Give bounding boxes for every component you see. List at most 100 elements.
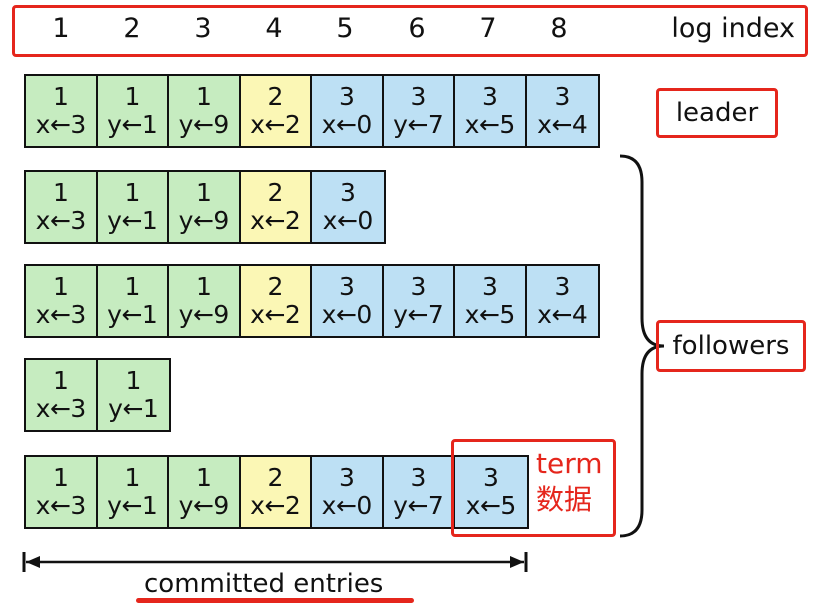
entry-term: 3 — [554, 82, 571, 111]
entry-command: x←2 — [250, 300, 301, 329]
entry-command: x←3 — [35, 491, 87, 520]
entry-term: 3 — [410, 272, 427, 301]
committed-range-arrow — [22, 552, 528, 572]
entry-term: 1 — [53, 366, 69, 395]
entry-term: 3 — [410, 463, 427, 492]
entry-command: x←2 — [250, 110, 301, 139]
entry-command: x←5 — [465, 491, 517, 520]
entry-command: x←3 — [35, 300, 87, 329]
entry-term: 1 — [53, 272, 69, 301]
entry-term: 1 — [124, 178, 141, 207]
data-label: 数据 — [536, 483, 593, 516]
log-index-3: 3 — [194, 13, 212, 44]
entry-term: 2 — [267, 272, 284, 301]
entry-term: 3 — [482, 272, 498, 301]
entry-command: x←0 — [321, 300, 373, 329]
entry-command: x←5 — [464, 110, 516, 139]
leader-label: leader — [656, 88, 778, 138]
entry-command: x←0 — [322, 206, 374, 235]
entry-command: x←4 — [537, 300, 588, 329]
log-index-5: 5 — [336, 13, 354, 44]
entry-command: x←4 — [537, 110, 588, 139]
entry-term: 3 — [340, 178, 356, 207]
entry-term: 1 — [53, 463, 69, 492]
entry-term: 1 — [53, 82, 69, 111]
entry-command: y←7 — [393, 110, 444, 139]
entry-command: y←7 — [393, 491, 444, 520]
entry-command: y←1 — [108, 394, 159, 423]
entry-command: y←1 — [107, 206, 158, 235]
entry-command: x←0 — [321, 110, 373, 139]
log-index-2: 2 — [123, 13, 141, 44]
log-index-label: log index — [671, 13, 795, 44]
log-index-1: 1 — [52, 13, 70, 44]
committed-underline — [136, 598, 414, 603]
entry-command: x←3 — [35, 206, 87, 235]
entry-term: 2 — [267, 463, 284, 492]
entry-command: x←3 — [35, 110, 87, 139]
entry-term: 3 — [339, 463, 355, 492]
entry-command: x←0 — [321, 491, 373, 520]
entry-command: y←9 — [178, 110, 230, 139]
entry-term: 1 — [124, 272, 141, 301]
term-annotation: term 数据 — [536, 446, 616, 518]
entry-command: x←2 — [250, 491, 301, 520]
log-index-header — [12, 5, 808, 57]
log-index-6: 6 — [408, 13, 426, 44]
log-index-8: 8 — [550, 13, 568, 44]
followers-brace — [619, 154, 665, 538]
followers-label: followers — [656, 320, 806, 372]
entry-command: x←2 — [250, 206, 301, 235]
entry-command: y←7 — [393, 300, 444, 329]
entry-term: 1 — [124, 82, 141, 111]
log-index-4: 4 — [265, 13, 283, 44]
entry-term: 2 — [267, 178, 284, 207]
entry-term: 1 — [53, 178, 69, 207]
entry-command: y←1 — [107, 110, 158, 139]
entry-term: 3 — [482, 82, 498, 111]
committed-entries-label: committed entries — [144, 569, 384, 599]
entry-term: 1 — [125, 366, 142, 395]
entry-term: 1 — [196, 178, 212, 207]
entry-term: 1 — [196, 463, 212, 492]
entry-term: 3 — [554, 272, 571, 301]
entry-term: 1 — [124, 463, 141, 492]
entry-term: 1 — [196, 82, 212, 111]
entry-command: y←9 — [178, 491, 230, 520]
entry-term: 3 — [410, 82, 427, 111]
term-highlight-box — [451, 439, 616, 537]
entry-command: y←9 — [178, 300, 230, 329]
entry-term: 3 — [339, 82, 355, 111]
entry-command: x←3 — [35, 394, 87, 423]
